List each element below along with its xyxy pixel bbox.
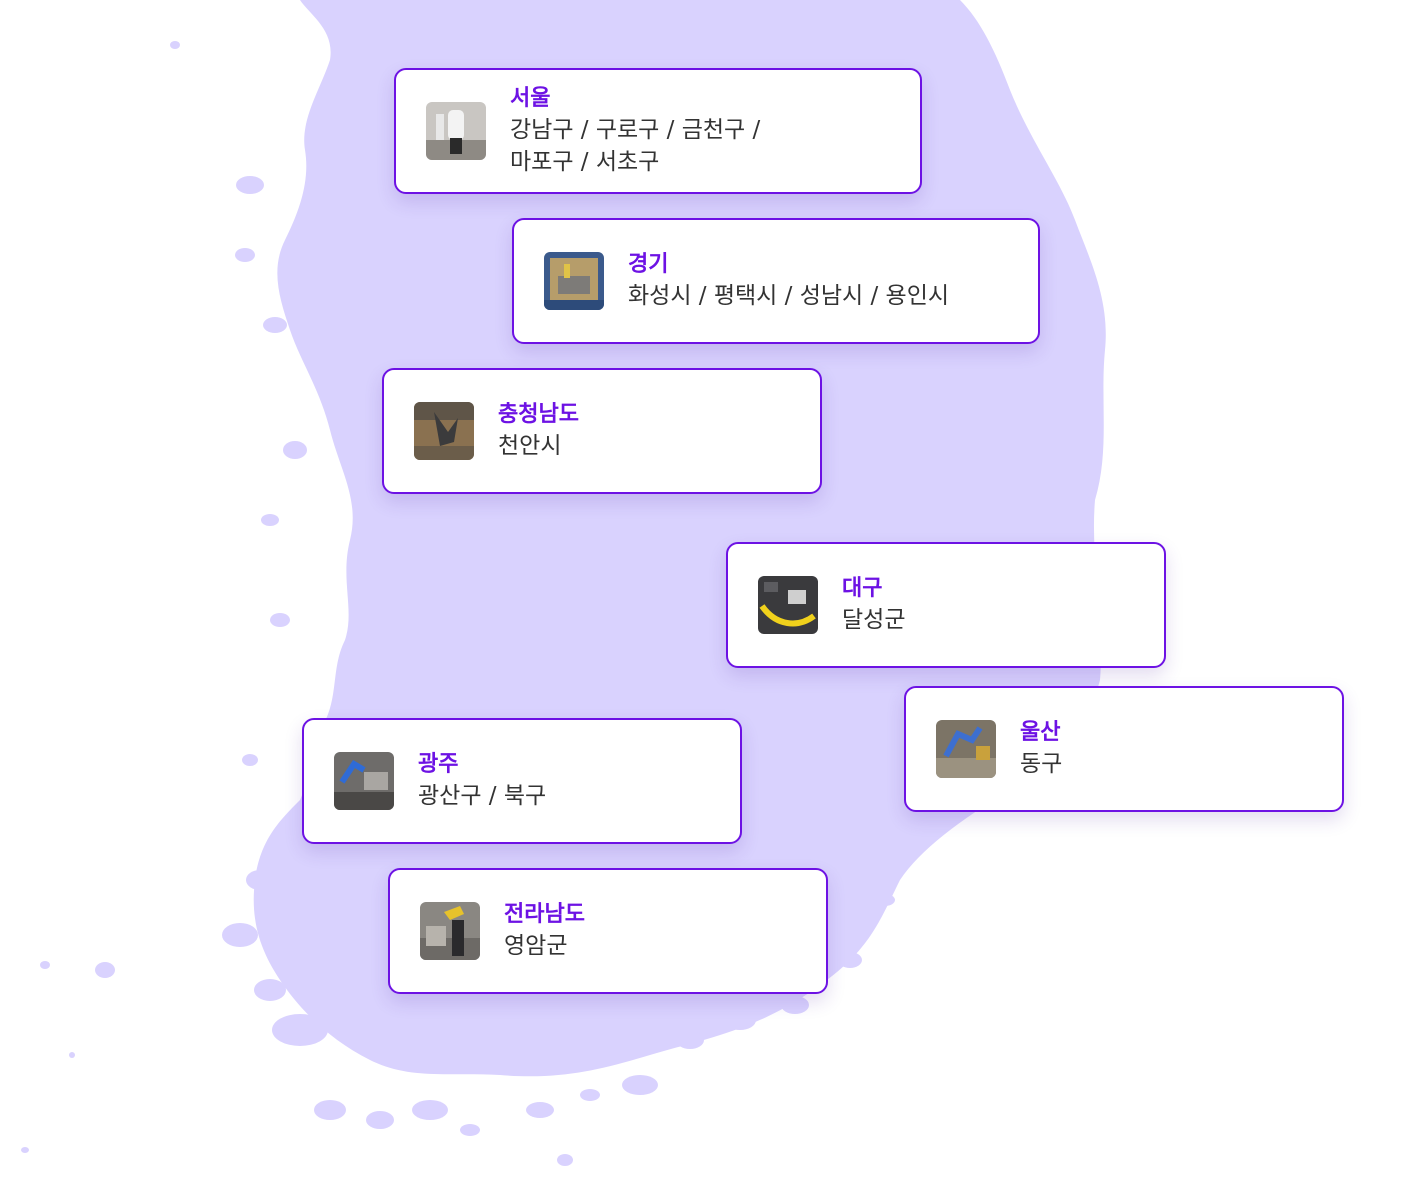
welding-robot-photo-icon bbox=[936, 720, 996, 778]
region-districts: 영암군 bbox=[504, 933, 568, 959]
region-districts: 달성군 bbox=[842, 607, 906, 633]
region-name: 경기 bbox=[628, 252, 669, 277]
region-card-jeonnam[interactable]: 전라남도 영암군 bbox=[388, 868, 828, 994]
robot-arm-photo-icon bbox=[426, 102, 486, 160]
welding-robot-photo-icon bbox=[334, 752, 394, 810]
region-card-seoul[interactable]: 서울 강남구 / 구로구 / 금천구 / 마포구 / 서초구 bbox=[394, 68, 922, 194]
region-name: 충청남도 bbox=[498, 402, 579, 427]
worker-photo-icon bbox=[420, 902, 480, 960]
region-districts: 강남구 / 구로구 / 금천구 / 마포구 / 서초구 bbox=[510, 117, 761, 175]
region-districts: 광산구 / 북구 bbox=[418, 783, 547, 809]
region-districts: 동구 bbox=[1020, 751, 1063, 777]
region-card-gwangju[interactable]: 광주 광산구 / 북구 bbox=[302, 718, 742, 844]
region-name: 울산 bbox=[1020, 720, 1061, 745]
region-districts: 천안시 bbox=[498, 433, 562, 459]
region-name: 서울 bbox=[510, 86, 551, 111]
region-card-gyeonggi[interactable]: 경기 화성시 / 평택시 / 성남시 / 용인시 bbox=[512, 218, 1040, 344]
factory-cell-photo-icon bbox=[544, 252, 604, 310]
region-name: 대구 bbox=[842, 576, 883, 601]
robot-arm-photo-icon bbox=[414, 402, 474, 460]
cable-carrier-photo-icon bbox=[758, 576, 818, 634]
region-card-ulsan[interactable]: 울산 동구 bbox=[904, 686, 1344, 812]
region-districts: 화성시 / 평택시 / 성남시 / 용인시 bbox=[628, 283, 950, 309]
region-card-chungnam[interactable]: 충청남도 천안시 bbox=[382, 368, 822, 494]
region-name: 전라남도 bbox=[504, 902, 585, 927]
region-name: 광주 bbox=[418, 752, 459, 777]
region-card-daegu[interactable]: 대구 달성군 bbox=[726, 542, 1166, 668]
